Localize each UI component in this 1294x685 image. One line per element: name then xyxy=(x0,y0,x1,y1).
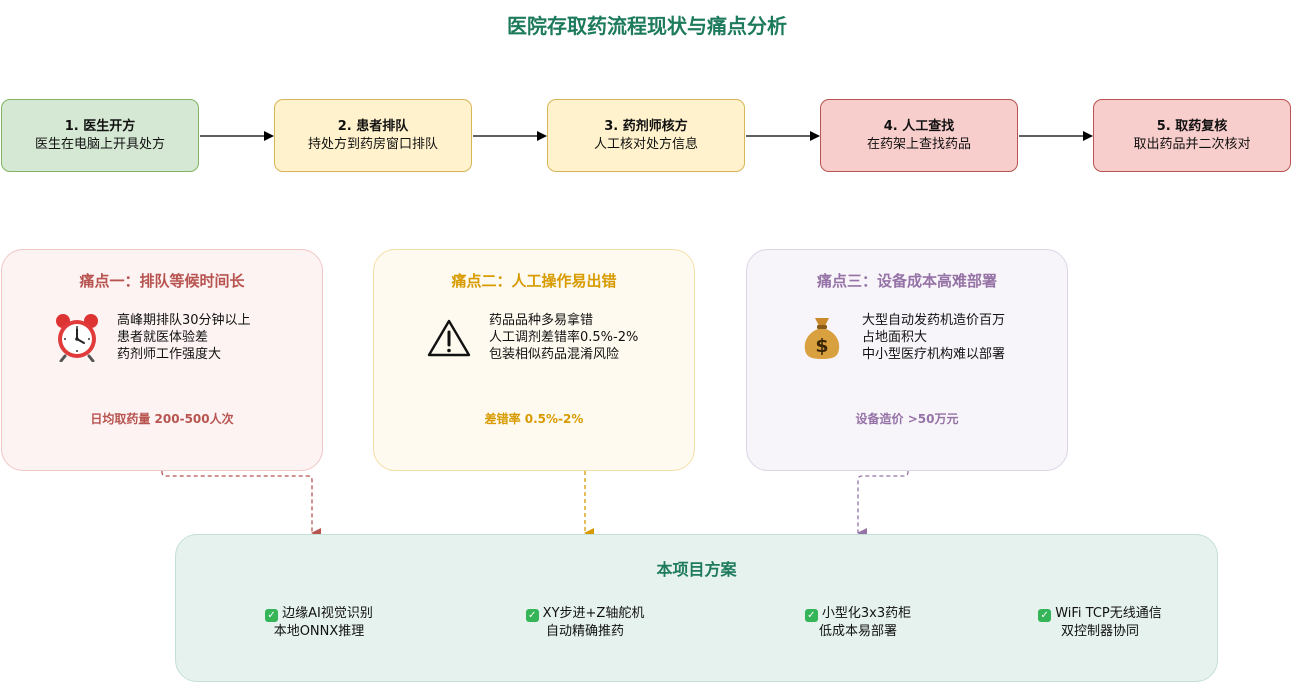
page-title: 医院存取药流程现状与痛点分析 xyxy=(507,14,787,38)
check-icon: ✓ xyxy=(265,609,279,622)
pain-detail-line: 大型自动发药机造价百万 xyxy=(862,313,1006,328)
pain-detail-line: 占地面积大 xyxy=(862,330,928,345)
solution-item-edge-ai: ✓边缘AI视觉识别 本地ONNX推理 xyxy=(219,605,419,641)
solution-item-line2: 自动精确推药 xyxy=(545,624,624,639)
pain-title: 痛点二：人工操作易出错 xyxy=(451,272,617,290)
step-1-doctor-prescribe: 1. 医生开方 医生在电脑上开具处方 xyxy=(1,99,199,172)
pain1-to-solution-arrow xyxy=(161,471,321,538)
solution-title: 本项目方案 xyxy=(656,560,737,579)
solution-item-line1: 边缘AI视觉识别 xyxy=(282,606,373,621)
pain-point-queue: 痛点一：排队等候时间长 高峰期排队30分钟以上 患者就医体验差 药剂师工作强度大… xyxy=(1,249,323,471)
step-desc: 在药架上查找药品 xyxy=(866,136,971,152)
check-icon: ✓ xyxy=(525,609,539,622)
solution-item-line2: 低成本易部署 xyxy=(818,624,897,639)
pain-point-equipment-cost: 痛点三：设备成本高难部署 $ 大型自动发药机造价百万 占地面积大 中小型医疗机构… xyxy=(746,249,1068,471)
warning-icon xyxy=(427,319,471,357)
pain-detail-line: 中小型医疗机构难以部署 xyxy=(862,347,1006,362)
svg-text:$: $ xyxy=(815,335,828,357)
step-title: 2. 患者排队 xyxy=(337,118,409,134)
pain-details: 药品品种多易拿错 人工调剂差错率0.5%-2% 包装相似药品混淆风险 xyxy=(489,312,638,363)
solution-item-xyz-motion: ✓XY步进+Z轴舵机 自动精确推药 xyxy=(485,605,685,641)
pain-stat: 设备造价 >50万元 xyxy=(855,412,959,426)
solution-item-line1: XY步进+Z轴舵机 xyxy=(542,606,645,621)
pain-detail-line: 药剂师工作强度大 xyxy=(117,347,222,362)
step-title: 1. 医生开方 xyxy=(64,118,136,134)
pain-point-manual-error: 痛点二：人工操作易出错 药品品种多易拿错 人工调剂差错率0.5%-2% 包装相似… xyxy=(373,249,695,471)
pain-title: 痛点三：设备成本高难部署 xyxy=(816,272,997,290)
step-desc: 持处方到药房窗口排队 xyxy=(307,136,438,152)
step-title: 4. 人工查找 xyxy=(883,118,955,134)
step-3-pharmacist-check: 3. 药剂师核方 人工核对处方信息 xyxy=(547,99,745,172)
pain-stat: 日均取药量 200-500人次 xyxy=(90,412,234,426)
step-4-manual-search: 4. 人工查找 在药架上查找药品 xyxy=(820,99,1018,172)
pain-stat: 差错率 0.5%-2% xyxy=(484,412,584,426)
pain-detail-line: 包装相似药品混淆风险 xyxy=(489,347,620,362)
pain-title: 痛点一：排队等候时间长 xyxy=(79,272,245,290)
solution-item-wifi-tcp: ✓WiFi TCP无线通信 双控制器协同 xyxy=(1000,605,1200,641)
money-bag-icon: $ xyxy=(804,318,840,359)
check-icon: ✓ xyxy=(804,609,818,622)
step-5-retrieve-recheck: 5. 取药复核 取出药品并二次核对 xyxy=(1093,99,1291,172)
pain-detail-line: 人工调剂差错率0.5%-2% xyxy=(489,330,639,345)
pain3-to-solution-arrow xyxy=(857,471,909,538)
step-desc: 人工核对处方信息 xyxy=(593,136,698,152)
pain-detail-line: 药品品种多易拿错 xyxy=(489,313,594,328)
solution-item-line1: 小型化3x3药柜 xyxy=(821,606,912,621)
pain-detail-line: 患者就医体验差 xyxy=(117,330,209,345)
pain-details: 大型自动发药机造价百万 占地面积大 中小型医疗机构难以部署 xyxy=(862,312,1005,363)
step-2-patient-queue: 2. 患者排队 持处方到药房窗口排队 xyxy=(274,99,472,172)
pain-detail-line: 高峰期排队30分钟以上 xyxy=(117,313,251,328)
solution-item-line2: 本地ONNX推理 xyxy=(273,624,365,639)
step-title: 3. 药剂师核方 xyxy=(604,118,688,134)
solution-item-line1: WiFi TCP无线通信 xyxy=(1055,606,1162,621)
step-desc: 医生在电脑上开具处方 xyxy=(34,136,165,152)
step-title: 5. 取药复核 xyxy=(1156,118,1228,134)
step-desc: 取出药品并二次核对 xyxy=(1133,136,1251,152)
solution-item-line2: 双控制器协同 xyxy=(1060,624,1139,639)
project-solution-panel: 本项目方案 ✓边缘AI视觉识别 本地ONNX推理 ✓XY步进+Z轴舵机 自动精确… xyxy=(175,534,1218,682)
pain-details: 高峰期排队30分钟以上 患者就医体验差 药剂师工作强度大 xyxy=(117,312,251,363)
check-icon: ✓ xyxy=(1038,609,1052,622)
solution-item-mini-cabinet: ✓小型化3x3药柜 低成本易部署 xyxy=(758,605,958,641)
alarm-clock-icon xyxy=(56,314,98,362)
